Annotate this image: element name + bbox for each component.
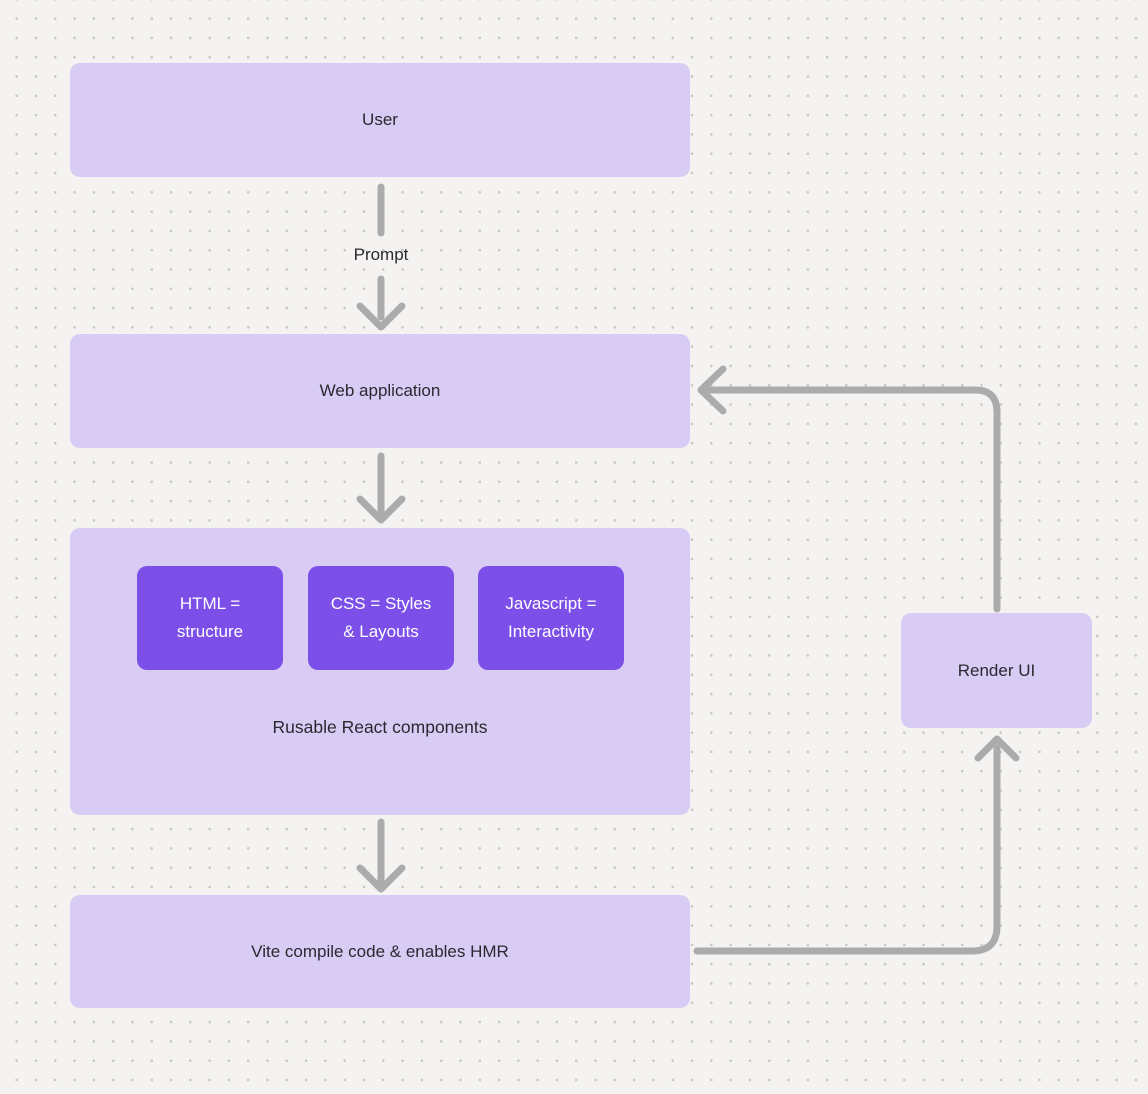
- render-ui-node[interactable]: Render UI: [901, 613, 1092, 728]
- vite-node[interactable]: Vite compile code & enables HMR: [70, 895, 690, 1008]
- chip-css-label: CSS = Styles & Layouts: [330, 594, 432, 641]
- web-application-node-label: Web application: [319, 381, 441, 400]
- chip-html[interactable]: HTML = structure: [137, 566, 283, 670]
- arrow-renderui-to-webapp[interactable]: [697, 365, 1001, 613]
- user-node[interactable]: User: [70, 63, 690, 177]
- web-application-node[interactable]: Web application: [70, 334, 690, 448]
- chip-html-label: HTML = structure: [176, 594, 244, 641]
- components-group-caption: Rusable React components: [272, 717, 488, 737]
- prompt-edge-label: Prompt: [353, 245, 409, 264]
- render-ui-node-label: Render UI: [957, 660, 1036, 680]
- user-node-label: User: [362, 110, 398, 129]
- arrow-webapp-to-components[interactable]: [356, 452, 406, 524]
- arrow-vite-to-renderui[interactable]: [693, 735, 1020, 955]
- chip-css[interactable]: CSS = Styles & Layouts: [308, 566, 454, 670]
- vite-node-label: Vite compile code & enables HMR: [251, 941, 509, 961]
- arrow-components-to-vite[interactable]: [356, 818, 406, 893]
- chip-javascript-label: Javascript = Interactivity: [505, 594, 597, 641]
- chip-javascript[interactable]: Javascript = Interactivity: [478, 566, 624, 670]
- arrow-user-to-webapp[interactable]: [356, 183, 406, 331]
